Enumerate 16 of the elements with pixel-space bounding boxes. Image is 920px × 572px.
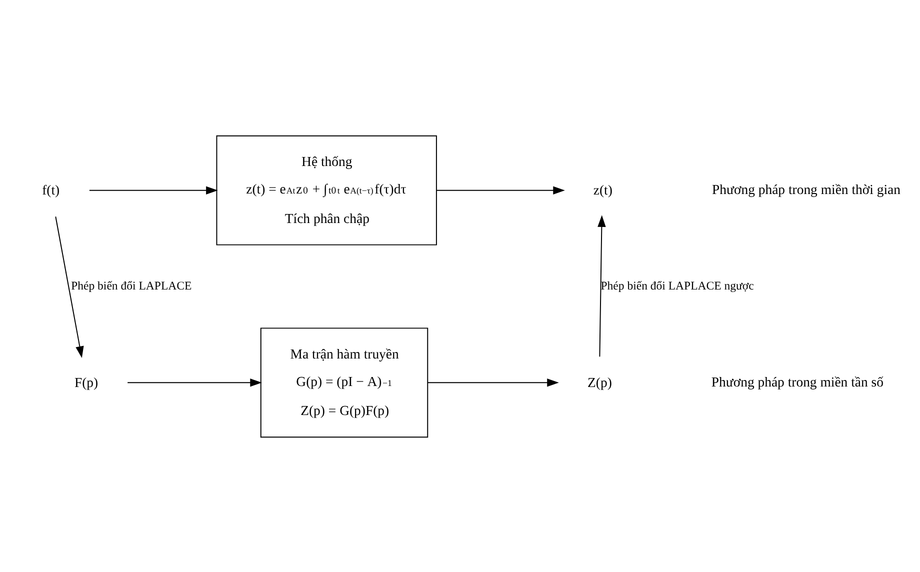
node-box: Ma trận hàm truyền G(p) = (pI − A)−1 Z(p) = G(p)F(p) (260, 327, 428, 438)
edge-label: Phép biến đổi LAPLACE (71, 279, 192, 292)
node-text: z(t) (593, 182, 612, 197)
arrow (427, 378, 559, 386)
arrow (436, 186, 565, 194)
label: Phương pháp trong miền thời gian (712, 181, 901, 196)
node-text: Z(p) (588, 374, 612, 390)
arrow (88, 186, 218, 194)
label: Phương pháp trong miền tần số (711, 374, 884, 389)
arrow (598, 214, 606, 357)
node-text: F(p) (74, 374, 98, 390)
node-box: Hệ thống z(t) = eAtz0 + ∫t0t eA(t−τ)f(τ)dτ Tích phân chập (216, 134, 437, 245)
edge-label: Phép biến đổi LAPLACE ngược (600, 279, 754, 292)
node-text: f(t) (42, 182, 60, 197)
arrow (55, 216, 84, 358)
arrow (127, 378, 262, 386)
